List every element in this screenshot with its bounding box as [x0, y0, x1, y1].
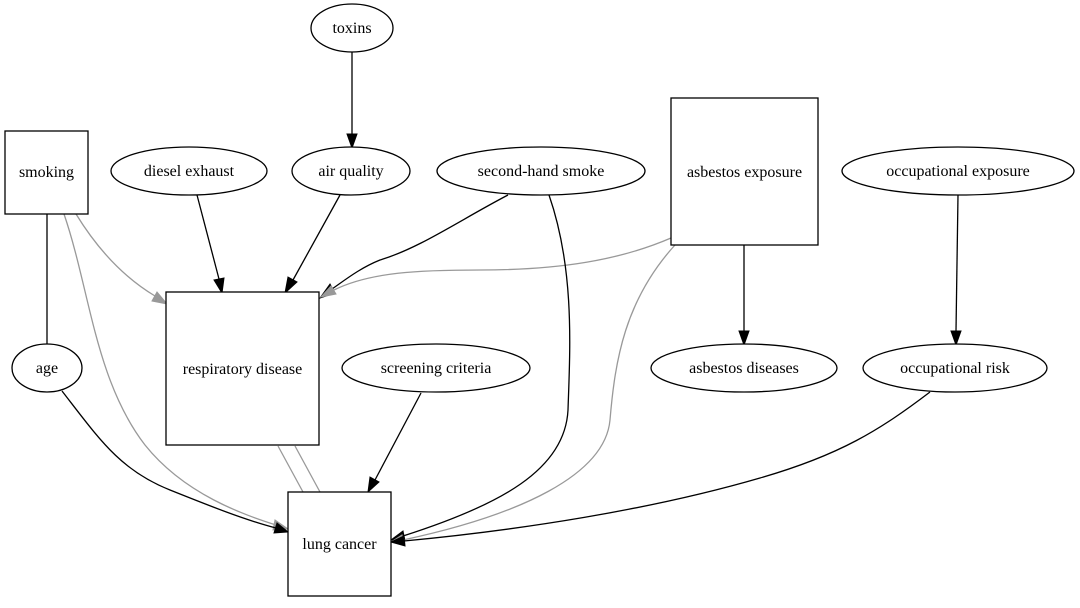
- edge-asbestos-exposure-respiratory-disease: [333, 237, 672, 291]
- node-shape: [165, 291, 320, 446]
- node-shape: [841, 146, 1075, 196]
- edge-air-quality-respiratory-disease: [292, 194, 341, 281]
- node-asbestos-exposure[interactable]: asbestos exposure: [670, 97, 819, 246]
- edge-respiratory-disease-lung-cancer-line2: [294, 445, 321, 493]
- node-screening-criteria[interactable]: screening criteria: [341, 343, 531, 393]
- node-shape: [862, 343, 1048, 393]
- edge-smoking-respiratory-disease: [75, 213, 156, 297]
- arrowhead: [389, 535, 406, 547]
- edge-age-lung-cancer: [61, 390, 277, 529]
- node-label: respiratory disease: [183, 361, 303, 378]
- node-shape: [11, 343, 83, 393]
- node-label: asbestos exposure: [687, 164, 802, 181]
- node-label: asbestos diseases: [689, 360, 799, 377]
- edge-smoking-lung-cancer: [63, 213, 277, 526]
- nodes: toxins smoking diesel exhaust air qualit…: [4, 3, 1075, 597]
- node-smoking[interactable]: smoking: [4, 130, 89, 215]
- node-shape: [4, 130, 89, 215]
- node-label: air quality: [318, 163, 383, 180]
- node-age[interactable]: age: [11, 343, 83, 393]
- node-asbestos-diseases[interactable]: asbestos diseases: [650, 343, 838, 393]
- node-label: smoking: [19, 164, 74, 181]
- node-shape: [287, 491, 392, 597]
- edge-second-hand-smoke-respiratory-disease: [331, 194, 509, 290]
- edges: [46, 52, 962, 547]
- edge-screening-criteria-lung-cancer: [374, 392, 422, 481]
- node-air-quality[interactable]: air quality: [291, 146, 411, 196]
- arrowhead: [738, 330, 750, 347]
- edge-respiratory-disease-lung-cancer: [277, 445, 304, 493]
- node-label: second-hand smoke: [478, 163, 605, 180]
- edge-asbestos-exposure-lung-cancer: [402, 244, 676, 541]
- arrowhead: [346, 133, 358, 150]
- node-label: occupational exposure: [886, 163, 1030, 180]
- node-label: occupational risk: [900, 360, 1010, 377]
- node-occupational-risk[interactable]: occupational risk: [862, 343, 1048, 393]
- node-shape: [110, 146, 268, 196]
- node-shape: [310, 3, 394, 53]
- edge-second-hand-smoke-lung-cancer: [402, 194, 571, 537]
- node-respiratory-disease[interactable]: respiratory disease: [165, 291, 320, 446]
- node-lung-cancer[interactable]: lung cancer: [287, 491, 392, 597]
- arrowhead: [284, 276, 298, 295]
- arrowhead: [950, 330, 962, 347]
- arrowhead: [213, 277, 225, 295]
- edge-occupational-risk-lung-cancer: [403, 391, 931, 542]
- node-shape: [291, 146, 411, 196]
- node-shape: [670, 97, 819, 246]
- node-shape: [436, 146, 646, 196]
- arrowhead: [151, 291, 169, 305]
- edge-diesel-exhaust-respiratory-disease: [196, 194, 220, 280]
- node-diesel-exhaust[interactable]: diesel exhaust: [110, 146, 268, 196]
- node-shape: [341, 343, 531, 393]
- node-label: age: [36, 360, 58, 377]
- edge-occupational-exposure-occupational-risk: [955, 194, 959, 332]
- node-toxins[interactable]: toxins: [310, 3, 394, 53]
- node-label: diesel exhaust: [144, 163, 235, 180]
- node-shape: [650, 343, 838, 393]
- node-label: toxins: [332, 20, 371, 37]
- node-second-hand-smoke[interactable]: second-hand smoke: [436, 146, 646, 196]
- node-occupational-exposure[interactable]: occupational exposure: [841, 146, 1075, 196]
- arrowhead: [273, 522, 290, 534]
- node-label: screening criteria: [381, 360, 492, 377]
- arrowhead: [319, 285, 337, 298]
- node-label: lung cancer: [302, 536, 377, 553]
- arrowhead: [367, 476, 380, 494]
